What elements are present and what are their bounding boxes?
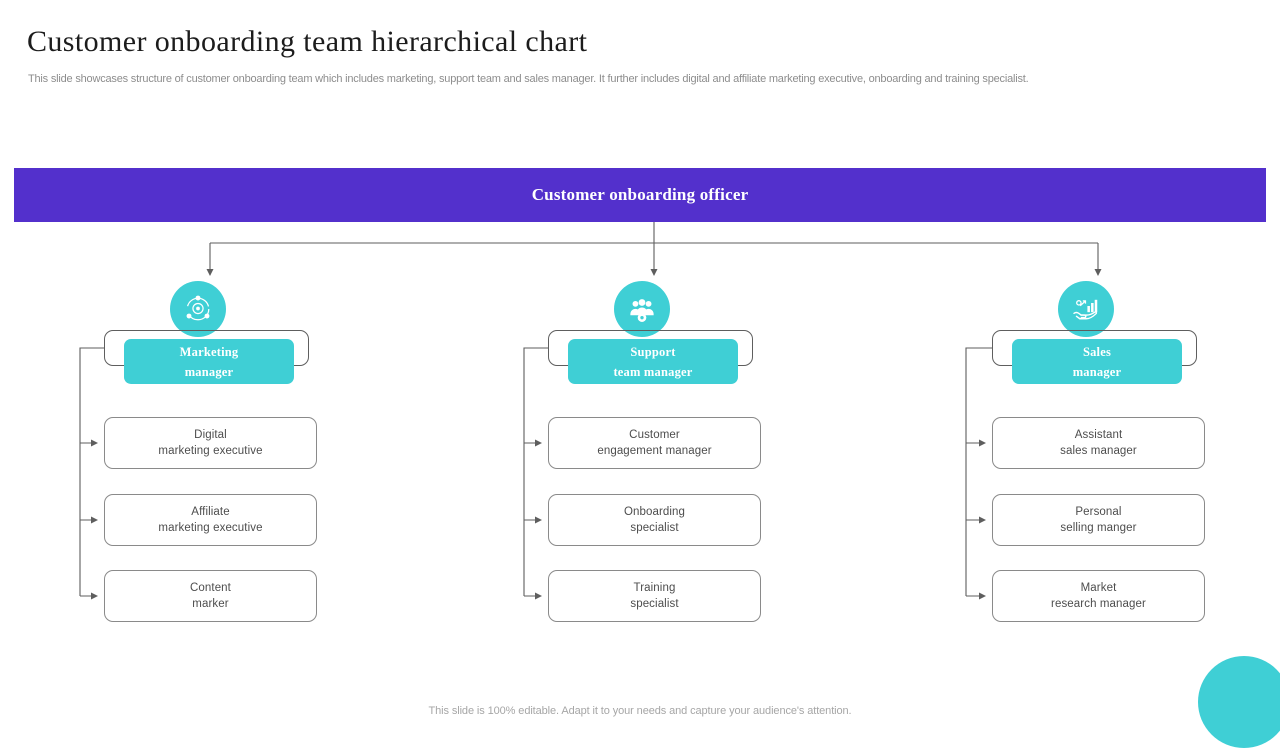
footer-note: This slide is 100% editable. Adapt it to… xyxy=(428,705,852,717)
manager-label-box[interactable]: Marketing manager xyxy=(124,339,294,384)
manager-node-marketing[interactable]: Marketing manager xyxy=(104,330,319,386)
child-label-line1: Affiliate xyxy=(191,506,230,518)
branch-sales: Sales manager Assistant sales manager Pe… xyxy=(928,0,1268,720)
manager-label-line1: Sales xyxy=(1082,344,1112,359)
child-label-line1: Digital xyxy=(194,429,227,441)
manager-label-line1: Marketing xyxy=(179,344,239,359)
page-subtitle: This slide showcases structure of custom… xyxy=(28,73,1029,85)
child-label-line1: Assistant xyxy=(1074,429,1123,441)
child-node-affiliate-marketing-executive[interactable]: Affiliate marketing executive xyxy=(104,494,317,546)
child-label-line1: Personal xyxy=(1075,506,1122,518)
child-node-assistant-sales-manager[interactable]: Assistant sales manager xyxy=(992,417,1205,469)
child-label-line2: marketing executive xyxy=(158,522,263,534)
manager-label-line2: team manager xyxy=(613,364,693,379)
child-label-line2: specialist xyxy=(630,522,679,534)
root-node-customer-onboarding-officer[interactable]: Customer onboarding officer xyxy=(14,168,1266,222)
child-label-line1: Content xyxy=(190,582,231,594)
manager-node-sales[interactable]: Sales manager xyxy=(992,330,1207,386)
child-node-onboarding-specialist[interactable]: Onboarding specialist xyxy=(548,494,761,546)
child-node-market-research-manager[interactable]: Market research manager xyxy=(992,570,1205,622)
manager-label-line2: manager xyxy=(1072,364,1122,379)
child-label-line2: marker xyxy=(192,598,229,610)
branch-marketing: Marketing manager Digital marketing exec… xyxy=(40,0,380,720)
child-node-personal-selling-manger[interactable]: Personal selling manger xyxy=(992,494,1205,546)
manager-label-box[interactable]: Support team manager xyxy=(568,339,738,384)
sales-growth-hand-icon xyxy=(1058,281,1114,337)
branch-support: Support team manager Customer engagement… xyxy=(484,0,824,720)
child-label-line1: Customer xyxy=(629,429,680,441)
child-label-line2: research manager xyxy=(1051,598,1146,610)
child-label-line2: sales manager xyxy=(1060,445,1137,457)
corner-decoration-circle xyxy=(1198,656,1280,748)
child-node-customer-engagement-manager[interactable]: Customer engagement manager xyxy=(548,417,761,469)
child-label-line2: selling manger xyxy=(1060,522,1137,534)
root-node-label: Customer onboarding officer xyxy=(531,185,749,204)
manager-label-line1: Support xyxy=(630,344,676,359)
marketing-network-icon xyxy=(170,281,226,337)
page-title: Customer onboarding team hierarchical ch… xyxy=(27,25,588,58)
child-node-content-marker[interactable]: Content marker xyxy=(104,570,317,622)
child-label-line1: Onboarding xyxy=(623,506,686,518)
child-label-line2: marketing executive xyxy=(158,445,263,457)
child-node-digital-marketing-executive[interactable]: Digital marketing executive xyxy=(104,417,317,469)
manager-label-line2: manager xyxy=(184,364,234,379)
child-label-line1: Market xyxy=(1080,582,1117,594)
child-label-line2: engagement manager xyxy=(597,445,712,457)
child-label-line1: Training xyxy=(633,582,676,594)
child-label-line2: specialist xyxy=(630,598,679,610)
manager-node-support[interactable]: Support team manager xyxy=(548,330,763,386)
manager-label-box[interactable]: Sales manager xyxy=(1012,339,1182,384)
child-node-training-specialist[interactable]: Training specialist xyxy=(548,570,761,622)
support-team-icon xyxy=(614,281,670,337)
